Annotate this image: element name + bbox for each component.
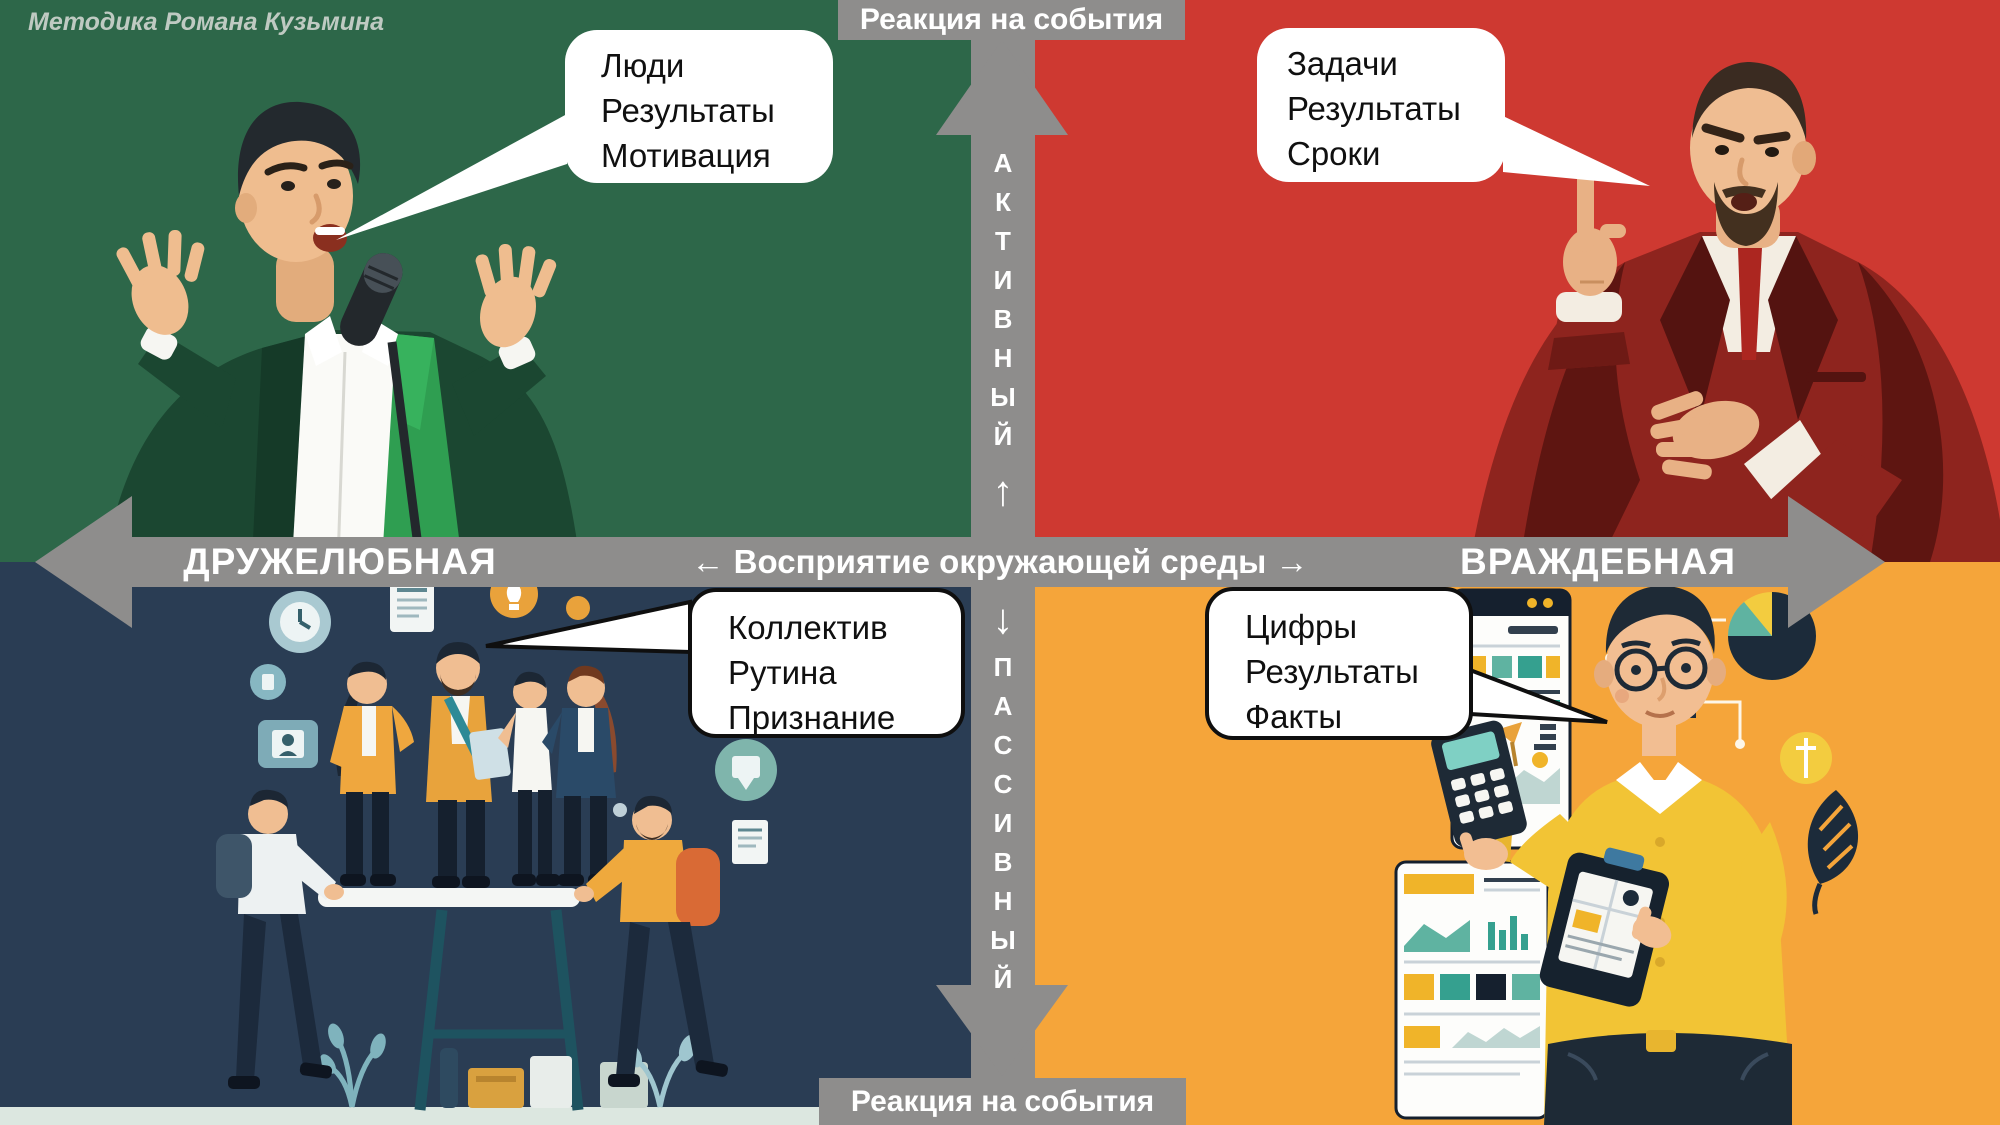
speech-bubble-top-left: Люди Результаты Мотивация [565, 30, 833, 183]
bubble-line: Факты [1245, 698, 1343, 735]
pie-chart-icon [1728, 592, 1816, 680]
leaf-icon [1807, 790, 1859, 915]
award-icon [715, 739, 777, 801]
analyst-illustration [1394, 585, 1859, 1125]
microphone-icon [340, 253, 425, 562]
speaker-illustration [105, 101, 580, 562]
document-icon [732, 820, 768, 864]
down-arrow-icon: ↓ [992, 595, 1014, 642]
axis-end-label-friendly: ДРУЖЕЛЮБНАЯ [183, 541, 497, 582]
speech-bubble-bottom-left: Коллектив Рутина Признание [688, 588, 965, 738]
speech-bubble-top-right: Задачи Результаты Сроки [1257, 28, 1505, 182]
quadrant-friendly-passive [0, 562, 1000, 1125]
bubble-line: Рутина [728, 654, 837, 691]
vertical-axis-passive-word: ПАССИВНЫЙ [988, 652, 1018, 1003]
clock-icon [269, 591, 331, 653]
vertical-axis-bottom-banner: Реакция на события [819, 1078, 1186, 1125]
bubble-line: Признание [728, 699, 896, 736]
axis-end-label-hostile: ВРАЖДЕБНАЯ [1460, 541, 1736, 582]
supporter-left [216, 789, 344, 1089]
document-icon [390, 576, 434, 632]
browser-window-icon [1394, 860, 1550, 1120]
bubble-line: Результаты [1287, 90, 1461, 127]
bubble-line: Результаты [1245, 653, 1419, 690]
team-member-bearded-man [426, 642, 511, 888]
quadrant-friendly-active [0, 0, 1000, 562]
bubble-line: Мотивация [601, 137, 771, 174]
team-member-blazer-woman [542, 665, 617, 886]
ruler-icon [1780, 732, 1832, 784]
phone-icon [250, 664, 286, 700]
team-member-yellow-woman [330, 661, 414, 886]
team-plank [318, 888, 580, 907]
bubble-line: Результаты [601, 92, 775, 129]
bubble-line: Люди [601, 47, 685, 84]
team-member-white-top-woman [498, 671, 560, 886]
bubble-line: Коллектив [728, 609, 888, 646]
bubble-line: Задачи [1287, 45, 1398, 82]
tablet-icon [1539, 847, 1670, 1007]
speech-bubble-bottom-right: Цифры Результаты Факты [1205, 587, 1473, 740]
profile-badge-icon [258, 720, 318, 768]
bubble-line: Цифры [1245, 608, 1358, 645]
lamp-icon [1496, 722, 1522, 767]
team-illustration [0, 570, 1000, 1125]
up-arrow-icon: ↑ [992, 467, 1014, 514]
quadrant-hostile-passive [1000, 562, 2000, 1125]
vertical-axis-active-word: АКТИВНЫЙ [988, 148, 1018, 460]
vertical-axis-top-banner: Реакция на события [838, 0, 1185, 40]
credit-line: Методика Романа Кузьмина [28, 8, 385, 36]
quadrant-hostile-active [1000, 0, 2000, 562]
supporter-right [574, 795, 729, 1087]
calculator-icon [1431, 720, 1527, 847]
bubble-line: Сроки [1287, 135, 1381, 172]
glasses-icon [1614, 646, 1708, 692]
